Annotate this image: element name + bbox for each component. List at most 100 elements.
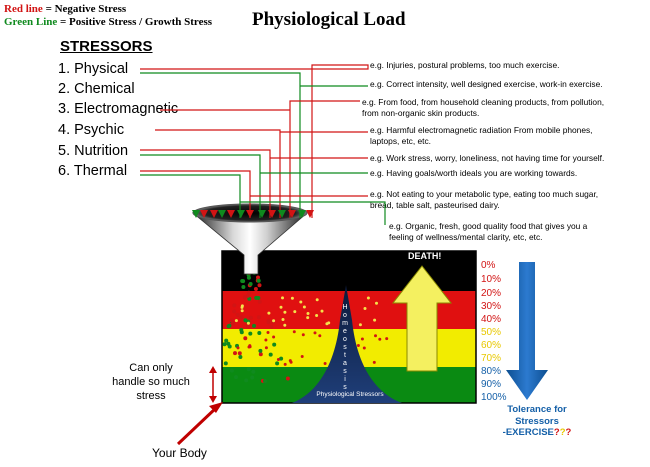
- legend-green-key: Green Line: [4, 16, 58, 28]
- stress-particle: [257, 283, 262, 288]
- leader-line: [140, 170, 368, 218]
- stress-particle: [245, 324, 250, 329]
- stress-particle: [266, 331, 270, 334]
- stress-particle: [229, 318, 234, 323]
- page-title: Physiological Load: [252, 9, 406, 30]
- leader-line: [155, 129, 368, 218]
- leader-line: [140, 174, 386, 225]
- stress-particle: [243, 318, 248, 323]
- example-chemical: e.g. From food, from household cleaning …: [362, 97, 605, 118]
- stressors-heading: STRESSORS: [60, 38, 153, 55]
- stress-particle: [251, 369, 256, 374]
- stress-particle: [248, 315, 253, 320]
- stress-particle: [375, 301, 378, 305]
- stress-particle: [293, 310, 297, 314]
- stress-particle: [281, 296, 284, 300]
- tolerance-arrow: [506, 262, 548, 400]
- stress-particle: [385, 337, 389, 341]
- stressor-chemical: 2. Chemical: [58, 81, 135, 97]
- stress-particle: [358, 323, 362, 327]
- stress-particle: [244, 378, 249, 383]
- example-psychic-positive: e.g. Having goals/worth ideals you are w…: [370, 168, 578, 178]
- stress-particle: [264, 346, 268, 350]
- leader-arrowhead: [192, 210, 200, 218]
- stress-particle: [283, 323, 287, 327]
- leader-arrowhead: [288, 210, 296, 218]
- stress-particle: [233, 351, 237, 356]
- stress-particle: [246, 293, 250, 298]
- stress-particle: [288, 359, 292, 363]
- leader-arrowhead: [227, 210, 235, 218]
- example-electromagnetic: e.g. Harmful electromagnetic radiation F…: [370, 125, 593, 146]
- physiological-stressors-label: Physiological Stressors: [316, 391, 384, 398]
- example-physical-negative: e.g. Injuries, postural problems, too mu…: [370, 60, 560, 70]
- stress-particle: [257, 331, 262, 335]
- leader-line: [140, 154, 368, 218]
- stress-particle: [267, 311, 271, 315]
- stress-particle: [373, 318, 377, 322]
- stress-particle: [224, 338, 229, 343]
- stress-particle: [290, 296, 294, 300]
- stress-particle: [323, 362, 327, 365]
- example-psychic-negative: e.g. Work stress, worry, loneliness, not…: [370, 153, 605, 163]
- tolerance-label: Tolerance for Stressors -EXERCISE???: [502, 404, 572, 438]
- stress-particle: [378, 337, 382, 341]
- stress-particle: [272, 319, 276, 323]
- leader-arrowhead: [218, 210, 226, 218]
- stress-particle: [315, 298, 319, 302]
- stressor-nutrition: 5. Nutrition: [58, 143, 129, 159]
- pct-label: 100%: [481, 392, 507, 403]
- stress-particle: [240, 309, 244, 313]
- example-physical-positive: e.g. Correct intensity, well designed ex…: [370, 79, 603, 89]
- stress-particle: [248, 331, 253, 336]
- homeostasis-peak: [292, 285, 402, 403]
- leader-arrowhead: [278, 210, 286, 218]
- stress-particle: [320, 309, 324, 313]
- stressor-thermal: 6. Thermal: [58, 163, 128, 179]
- stress-particle: [239, 328, 244, 332]
- stress-particle: [236, 346, 240, 350]
- legend-green-text: = Positive Stress / Growth Stress: [57, 16, 213, 28]
- stress-particle: [246, 367, 251, 372]
- stress-particle: [227, 323, 232, 328]
- stress-particle: [318, 334, 322, 338]
- stress-particle: [292, 330, 296, 334]
- stress-particle: [299, 300, 303, 304]
- stress-particle: [360, 337, 364, 341]
- stress-particle: [281, 318, 285, 321]
- stress-particle: [327, 321, 331, 325]
- stressor-physical: 1. Physical: [58, 61, 129, 77]
- stress-particle: [264, 338, 268, 342]
- stress-particle: [248, 282, 253, 286]
- leader-arrowhead: [258, 210, 266, 218]
- stress-particle: [269, 324, 274, 329]
- stress-particle: [257, 299, 262, 304]
- stress-particle: [234, 375, 238, 380]
- leader-line: [140, 72, 368, 218]
- legend: Red line = Negative Stress Green Line = …: [4, 3, 212, 29]
- pct-label: 10%: [481, 274, 502, 285]
- stress-particle: [234, 319, 238, 323]
- pct-label: 90%: [481, 379, 502, 390]
- stress-particle: [300, 355, 304, 358]
- stress-particle: [256, 296, 261, 300]
- leader-arrowhead: [210, 210, 218, 218]
- stress-particle: [275, 361, 280, 366]
- stress-particle: [241, 285, 246, 289]
- stress-particle: [246, 321, 250, 325]
- stress-particle: [268, 352, 273, 357]
- stress-particle: [306, 312, 310, 315]
- example-nutrition-positive: e.g. Organic, fresh, good quality food t…: [389, 221, 588, 242]
- pct-label: 0%: [481, 260, 496, 271]
- leader-arrowhead: [237, 210, 245, 218]
- leader-arrowhead: [306, 210, 314, 218]
- stress-particle: [363, 307, 367, 310]
- stress-particle: [362, 346, 366, 350]
- stress-particle: [256, 278, 261, 283]
- leader-arrowhead: [246, 210, 254, 218]
- your-body-label: Your Body: [152, 446, 207, 460]
- leader-arrowhead: [268, 210, 276, 218]
